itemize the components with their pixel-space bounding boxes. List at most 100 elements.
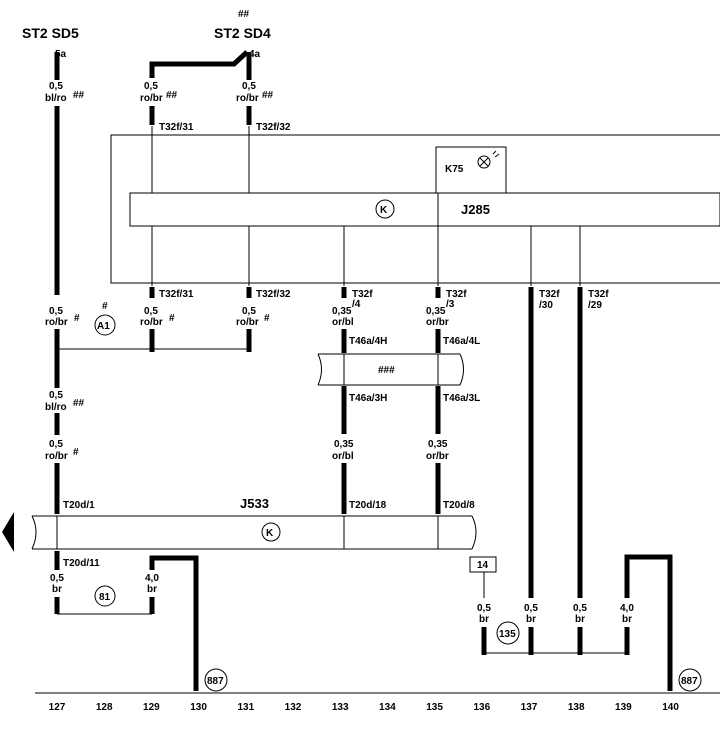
a1-circle xyxy=(94,314,116,336)
a1-label: A1 xyxy=(97,321,110,332)
lamp-icon xyxy=(477,150,500,169)
low-127-mark-b: # xyxy=(73,447,79,458)
t46a-connector xyxy=(317,353,464,386)
wire-bridge-top xyxy=(149,50,249,78)
low-127-size-a: 0,5 xyxy=(49,390,63,401)
axis-number-140: 140 xyxy=(662,702,679,713)
t46-3l: T46a/3L xyxy=(443,393,480,404)
conn-t32f-30a: T32f xyxy=(539,289,560,300)
axis-number-136: 136 xyxy=(473,702,490,713)
conn-t32f-31: T32f/31 xyxy=(159,289,194,300)
bot-139-color: br xyxy=(622,614,632,625)
low-133-color: or/bl xyxy=(332,451,354,462)
bot-137-size: 0,5 xyxy=(524,603,538,614)
wire-131-mark: ## xyxy=(262,90,274,101)
g887a-circle xyxy=(204,668,228,692)
bot-127-size: 0,5 xyxy=(50,573,64,584)
low-127-size-b: 0,5 xyxy=(49,439,63,450)
axis-number-137: 137 xyxy=(521,702,538,713)
t46-4h: T46a/4H xyxy=(349,336,387,347)
mid-129-color: ro/br xyxy=(140,317,163,328)
bot-139-size: 4,0 xyxy=(620,603,634,614)
axis-number-135: 135 xyxy=(426,702,443,713)
g887a-label: 887 xyxy=(207,676,224,687)
k75-label: K75 xyxy=(445,164,464,175)
wire-129-130 xyxy=(149,555,199,691)
conn-t20d-11: T20d/11 xyxy=(63,558,100,569)
k-symbol-icon-j533: K xyxy=(261,522,281,542)
mid-129-mark: # xyxy=(169,313,175,324)
mid-133-color: or/bl xyxy=(332,317,354,328)
axis-number-129: 129 xyxy=(143,702,160,713)
mid-131-color: ro/br xyxy=(236,317,259,328)
conn-t20d-8: T20d/8 xyxy=(443,500,475,511)
axis-number-127: 127 xyxy=(49,702,66,713)
wire-139-140 xyxy=(624,554,673,691)
box-14 xyxy=(469,556,497,573)
mid-135-color: or/br xyxy=(426,317,449,328)
mid-131-size: 0,5 xyxy=(242,306,256,317)
bot-136-size: 0,5 xyxy=(477,603,491,614)
conn-t32f-29b: /29 xyxy=(588,300,602,311)
c81-label: 81 xyxy=(99,592,111,603)
j533-bar xyxy=(31,515,477,550)
g887b-label: 887 xyxy=(681,676,698,687)
conn-t32f-4b: /4 xyxy=(352,299,361,310)
low-127-color-b: ro/br xyxy=(45,451,68,462)
low-135-size: 0,35 xyxy=(428,439,448,450)
bot-138-size: 0,5 xyxy=(573,603,587,614)
wire-127-mark: ## xyxy=(73,90,85,101)
c135-label: 135 xyxy=(499,629,516,640)
a1-mark: # xyxy=(102,301,108,312)
conn-t32f-32-top: T32f/32 xyxy=(256,122,291,133)
low-135-color: or/br xyxy=(426,451,449,462)
axis-number-139: 139 xyxy=(615,702,632,713)
c81-circle xyxy=(94,585,116,607)
conn-t20d-1: T20d/1 xyxy=(63,500,95,511)
axis-number-134: 134 xyxy=(379,702,396,713)
arrow-left-icon xyxy=(2,512,14,552)
mid-133-size: 0,35 xyxy=(332,306,352,317)
conn-t32f-31-top: T32f/31 xyxy=(159,122,194,133)
c135-circle xyxy=(496,621,520,645)
bot-127-color: br xyxy=(52,584,62,595)
conn-t32f-29a: T32f xyxy=(588,289,609,300)
axis-number-138: 138 xyxy=(568,702,585,713)
j285-bar xyxy=(129,192,720,227)
instrument-cluster-box xyxy=(110,134,720,284)
wire-129-color: ro/br xyxy=(140,93,163,104)
mid-129-size: 0,5 xyxy=(144,306,158,317)
axis-number-130: 130 xyxy=(190,702,207,713)
pin-4a: 4a xyxy=(249,49,261,60)
title-hash: ## xyxy=(238,9,250,20)
wire-131-color: ro/br xyxy=(236,93,259,104)
title-st2-sd5: ST2 SD5 xyxy=(22,25,79,41)
conn-t32f-3b: /3 xyxy=(446,299,455,310)
low-133-size: 0,35 xyxy=(334,439,354,450)
mid-135-size: 0,35 xyxy=(426,306,446,317)
bot-136-color: br xyxy=(479,614,489,625)
wire-127-color: bl/ro xyxy=(45,93,67,104)
t46-center: ### xyxy=(378,365,395,376)
wire-131-size: 0,5 xyxy=(242,81,256,92)
mid-127-size: 0,5 xyxy=(49,306,63,317)
low-127-mark-a: ## xyxy=(73,398,85,409)
t46-4l: T46a/4L xyxy=(443,336,480,347)
axis-number-132: 132 xyxy=(285,702,302,713)
k-symbol-icon: K xyxy=(375,199,395,219)
mid-127-color: ro/br xyxy=(45,317,68,328)
mid-127-mark: # xyxy=(74,313,80,324)
pin-5a: 5a xyxy=(55,49,67,60)
j285-label: J285 xyxy=(461,202,490,217)
conn-t32f-32: T32f/32 xyxy=(256,289,291,300)
svg-text:K: K xyxy=(266,528,274,539)
mid-131-mark: # xyxy=(264,313,270,324)
conn-t32f-30b: /30 xyxy=(539,300,553,311)
low-127-color-a: bl/ro xyxy=(45,402,67,413)
j533-label: J533 xyxy=(240,496,269,511)
bot-129-size: 4,0 xyxy=(145,573,159,584)
wire-127-size: 0,5 xyxy=(49,81,63,92)
title-st2-sd4: ST2 SD4 xyxy=(214,25,271,41)
